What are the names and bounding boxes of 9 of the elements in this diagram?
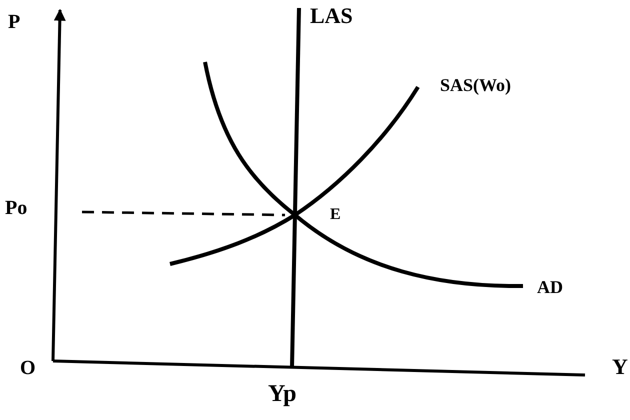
curve-label: SAS(Wo) — [440, 76, 512, 94]
curve-label: AD — [537, 278, 563, 296]
axis-label: Y — [612, 356, 628, 378]
origin-label: O — [20, 358, 36, 378]
output-label: Yp — [268, 382, 296, 406]
axis-label: P — [8, 12, 20, 32]
price-label: Po — [5, 198, 28, 218]
point-label: E — [330, 207, 341, 223]
curve-label: LAS — [310, 5, 353, 27]
